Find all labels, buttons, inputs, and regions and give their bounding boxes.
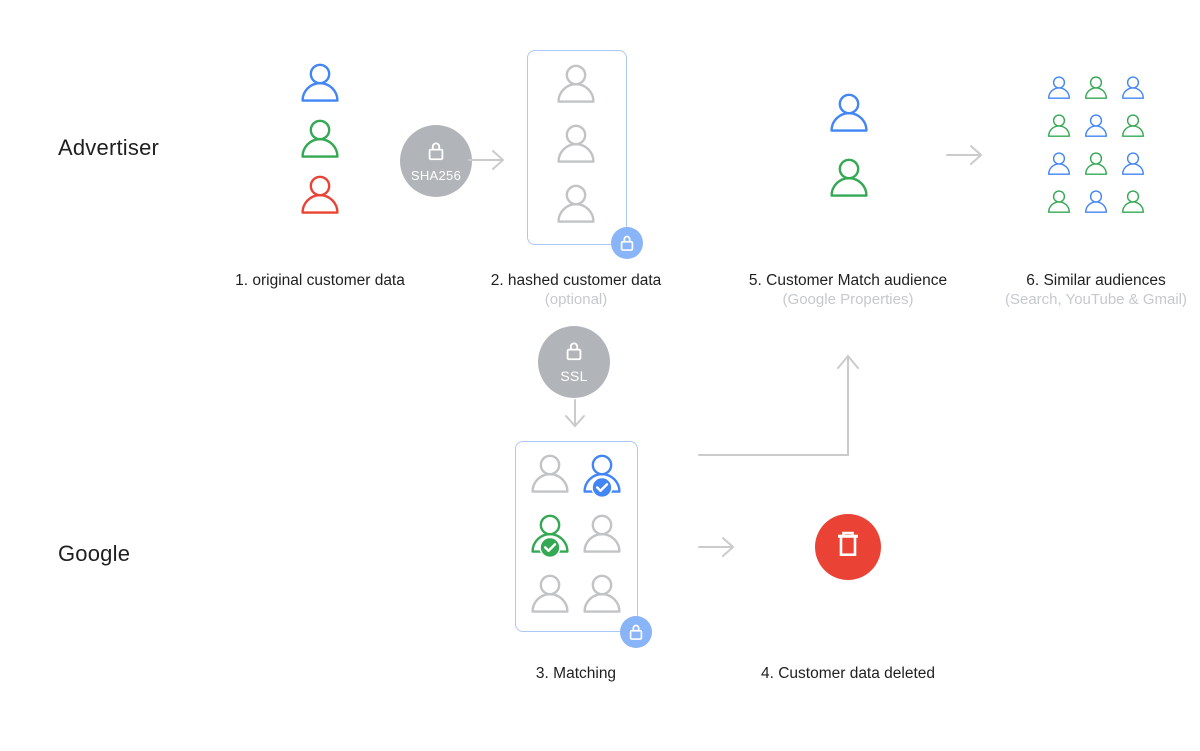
ssl-circle: SSL [538, 326, 610, 398]
step3-caption: 3. Matching [535, 665, 617, 682]
sha256-hash-circle: SHA256 [400, 125, 472, 197]
lock-badge-icon [620, 616, 652, 648]
similar-audiences-people [1046, 75, 1146, 217]
step2-subcaption: (optional) [544, 291, 608, 308]
lock-icon [425, 140, 447, 167]
sha256-label: SHA256 [410, 167, 462, 183]
ssl-label: SSL [560, 368, 588, 384]
person-icon [1048, 152, 1070, 175]
person-icon [301, 119, 339, 158]
lock-badge-icon [611, 227, 643, 259]
arrow-right-icon [698, 537, 735, 557]
trash-icon [828, 525, 868, 570]
arrow-right-icon [946, 145, 983, 165]
customer-match-people [827, 92, 871, 203]
person-icon [531, 454, 569, 493]
person-icon [1122, 190, 1144, 213]
person-icon [1085, 152, 1107, 175]
google-row-label: Google [58, 541, 131, 566]
person-icon [1048, 190, 1070, 213]
elbow-arrow-up-icon [698, 354, 859, 456]
person-icon [1048, 76, 1070, 99]
step4-caption: 4. Customer data deleted [760, 665, 936, 682]
person-icon [1085, 190, 1107, 213]
person-icon [1048, 114, 1070, 137]
arrow-right-icon [468, 150, 505, 170]
person-icon [1085, 76, 1107, 99]
step6-subcaption: (Search, YouTube & Gmail) [1004, 291, 1188, 308]
person-icon [1122, 152, 1144, 175]
matching-people [528, 453, 624, 619]
person-icon [830, 158, 868, 197]
person-icon [1085, 114, 1107, 137]
person-icon [1122, 114, 1144, 137]
advertiser-row-label: Advertiser [58, 135, 160, 160]
person-icon [1122, 76, 1144, 99]
arrow-down-icon [565, 399, 585, 428]
person-icon [301, 63, 339, 102]
step5-caption: 5. Customer Match audience [748, 272, 948, 289]
person-icon [583, 454, 621, 499]
person-icon [557, 64, 595, 103]
lock-icon [563, 340, 585, 367]
step5-subcaption: (Google Properties) [782, 291, 914, 308]
person-icon [583, 574, 621, 613]
step2-caption: 2. hashed customer data [490, 272, 662, 289]
data-deleted-circle [815, 514, 881, 580]
person-icon [557, 124, 595, 163]
original-customer-people [298, 62, 342, 220]
person-icon [531, 574, 569, 613]
step1-caption: 1. original customer data [235, 272, 405, 289]
person-icon [830, 93, 868, 132]
person-icon [531, 514, 569, 559]
person-icon [557, 184, 595, 223]
step6-caption: 6. Similar audiences [1026, 272, 1166, 289]
hashed-customer-people [554, 63, 598, 229]
person-icon [583, 514, 621, 553]
person-icon [301, 175, 339, 214]
